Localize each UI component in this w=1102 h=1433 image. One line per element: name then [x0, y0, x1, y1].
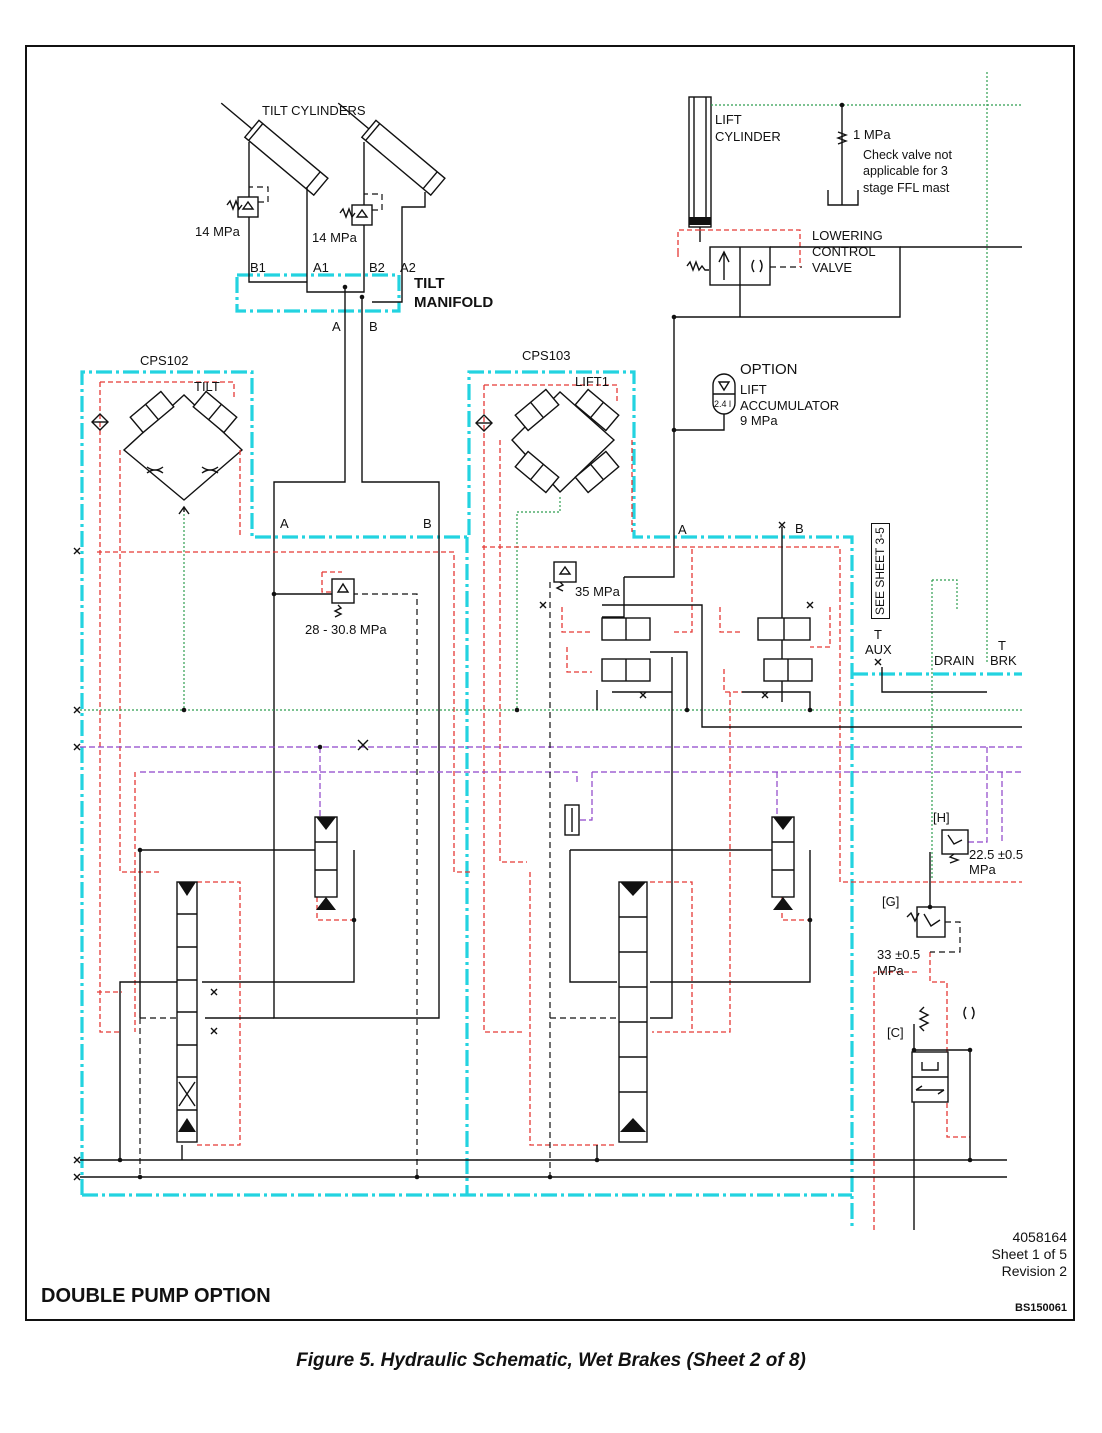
- lift-relief-pressure-label: 35 MPa: [575, 584, 620, 599]
- lowering-valve-label-2: CONTROL: [812, 244, 876, 259]
- valve-g-pressure-label-1: 33 ±0.5: [877, 947, 921, 962]
- tilt-relief-valve: [331, 578, 355, 618]
- port-a1-label: A1: [313, 260, 329, 275]
- schematic-frame: .k { stroke:#111; stroke-width:1.4; fill…: [25, 45, 1075, 1321]
- accumulator-label-2: ACCUMULATOR: [740, 398, 840, 413]
- cps102-label: CPS102: [140, 353, 189, 368]
- tilt-auxiliary-valve: [314, 816, 338, 910]
- brake-valve-c: [911, 1006, 975, 1103]
- pilot-lines: [97, 546, 1022, 1230]
- figure-caption: Figure 5. Hydraulic Schematic, Wet Brake…: [296, 1350, 806, 1371]
- brake-valve-g: [906, 906, 961, 953]
- cps103-label: CPS103: [522, 348, 571, 363]
- check-note-line-3: stage FFL mast: [863, 181, 950, 195]
- tilt-relief-right-label: 14 MPa: [312, 230, 357, 245]
- shuttle-valve: [564, 804, 580, 836]
- port-b1-label: B1: [250, 260, 266, 275]
- check-note-line-1: Check valve not: [863, 148, 952, 162]
- accumulator-label-3: 9 MPa: [740, 413, 778, 428]
- manifold-boundaries: [80, 273, 1022, 1230]
- lowering-control-valve: [624, 229, 1022, 578]
- tilt-cylinder-left: [220, 102, 329, 197]
- tilt-relief-valve-right: [339, 193, 383, 226]
- tilt-section-label: TILT: [194, 379, 220, 394]
- tilt-cylinders-label: TILT CYLINDERS: [262, 103, 366, 118]
- tilt-manifold-label-1: TILT: [414, 275, 445, 292]
- tilt-relief-valve-left: [226, 186, 269, 218]
- manifold-port-b-label: B: [369, 319, 378, 334]
- valve-g-tag: [G]: [882, 894, 900, 909]
- valve-h-pressure-label-2: MPa: [969, 862, 996, 877]
- manifold-port-a-label: A: [332, 319, 341, 334]
- sheet-number: Sheet 1 of 5: [991, 1246, 1067, 1262]
- tilt-relief-left-label: 14 MPa: [195, 224, 240, 239]
- lift-cylinder-label-1: LIFT: [715, 112, 742, 127]
- lift-spool-valves: [601, 617, 813, 682]
- lift-port-b-label: B: [795, 521, 804, 536]
- valve-h-tag: [H]: [933, 810, 950, 825]
- lift-cylinder-label-2: CYLINDER: [715, 129, 781, 144]
- t-brk-label-1: T: [998, 638, 1006, 653]
- tilt-relief-pressure-label: 28 - 30.8 MPa: [305, 622, 387, 637]
- check-valve-pressure-label: 1 MPa: [853, 127, 891, 142]
- system-lines: [80, 527, 1022, 1230]
- t-aux-label-2: AUX: [865, 642, 892, 657]
- lift-auxiliary-valve: [771, 816, 795, 910]
- brake-lines: [80, 746, 1022, 843]
- junction-markers: [73, 521, 973, 1181]
- cps102-valve-group: [91, 381, 244, 1033]
- check-note-line-2: applicable for 3: [863, 164, 948, 178]
- tilt-control-valve: [176, 881, 198, 1143]
- valve-h-pressure-label-1: 22.5 ±0.5: [969, 847, 1024, 862]
- t-brk-label-2: BRK: [990, 653, 1017, 668]
- valve-g-pressure-label-2: MPa: [877, 963, 904, 978]
- lift-cylinder: [688, 96, 712, 242]
- tilt-manifold-boundary: [235, 273, 401, 313]
- t-aux-label-1: T: [874, 627, 882, 642]
- lift1-section-label: LIFT1: [575, 374, 609, 389]
- valve-c-tag: [C]: [887, 1025, 904, 1040]
- tilt-port-a-label: A: [280, 516, 289, 531]
- drain-label: DRAIN: [934, 653, 975, 668]
- see-sheet-label: SEE SHEET 3-5: [871, 523, 890, 619]
- tilt-port-b-label: B: [423, 516, 432, 531]
- valve-body-boundary: [80, 370, 854, 1230]
- check-valve-1mpa: [827, 102, 859, 206]
- port-a2-label: A2: [400, 260, 416, 275]
- cps103-valve-group: [475, 384, 633, 1033]
- tilt-manifold-label-2: MANIFOLD: [414, 294, 494, 311]
- lift-relief-valve: [553, 561, 577, 592]
- revision-number: Revision 2: [1001, 1263, 1067, 1279]
- hydraulic-schematic: .k { stroke:#111; stroke-width:1.4; fill…: [73, 72, 1022, 1230]
- lowering-valve-label-3: VALVE: [812, 260, 852, 275]
- option-title: DOUBLE PUMP OPTION: [41, 1285, 271, 1307]
- brake-valve-h: [941, 829, 969, 864]
- port-b2-label: B2: [369, 260, 385, 275]
- drawing-code: BS150061: [1015, 1302, 1067, 1314]
- tilt-cylinder-right: [337, 102, 446, 197]
- accumulator-volume-label: 2.4 l: [714, 399, 732, 409]
- accumulator-label-1: LIFT: [740, 382, 767, 397]
- doc-number: 4058164: [1012, 1229, 1067, 1245]
- lift-control-valve: [618, 881, 648, 1143]
- option-label: OPTION: [740, 361, 798, 378]
- lift-port-a-label: A: [678, 522, 687, 537]
- lowering-valve-label-1: LOWERING: [812, 228, 883, 243]
- lift-accumulator: [671, 373, 736, 433]
